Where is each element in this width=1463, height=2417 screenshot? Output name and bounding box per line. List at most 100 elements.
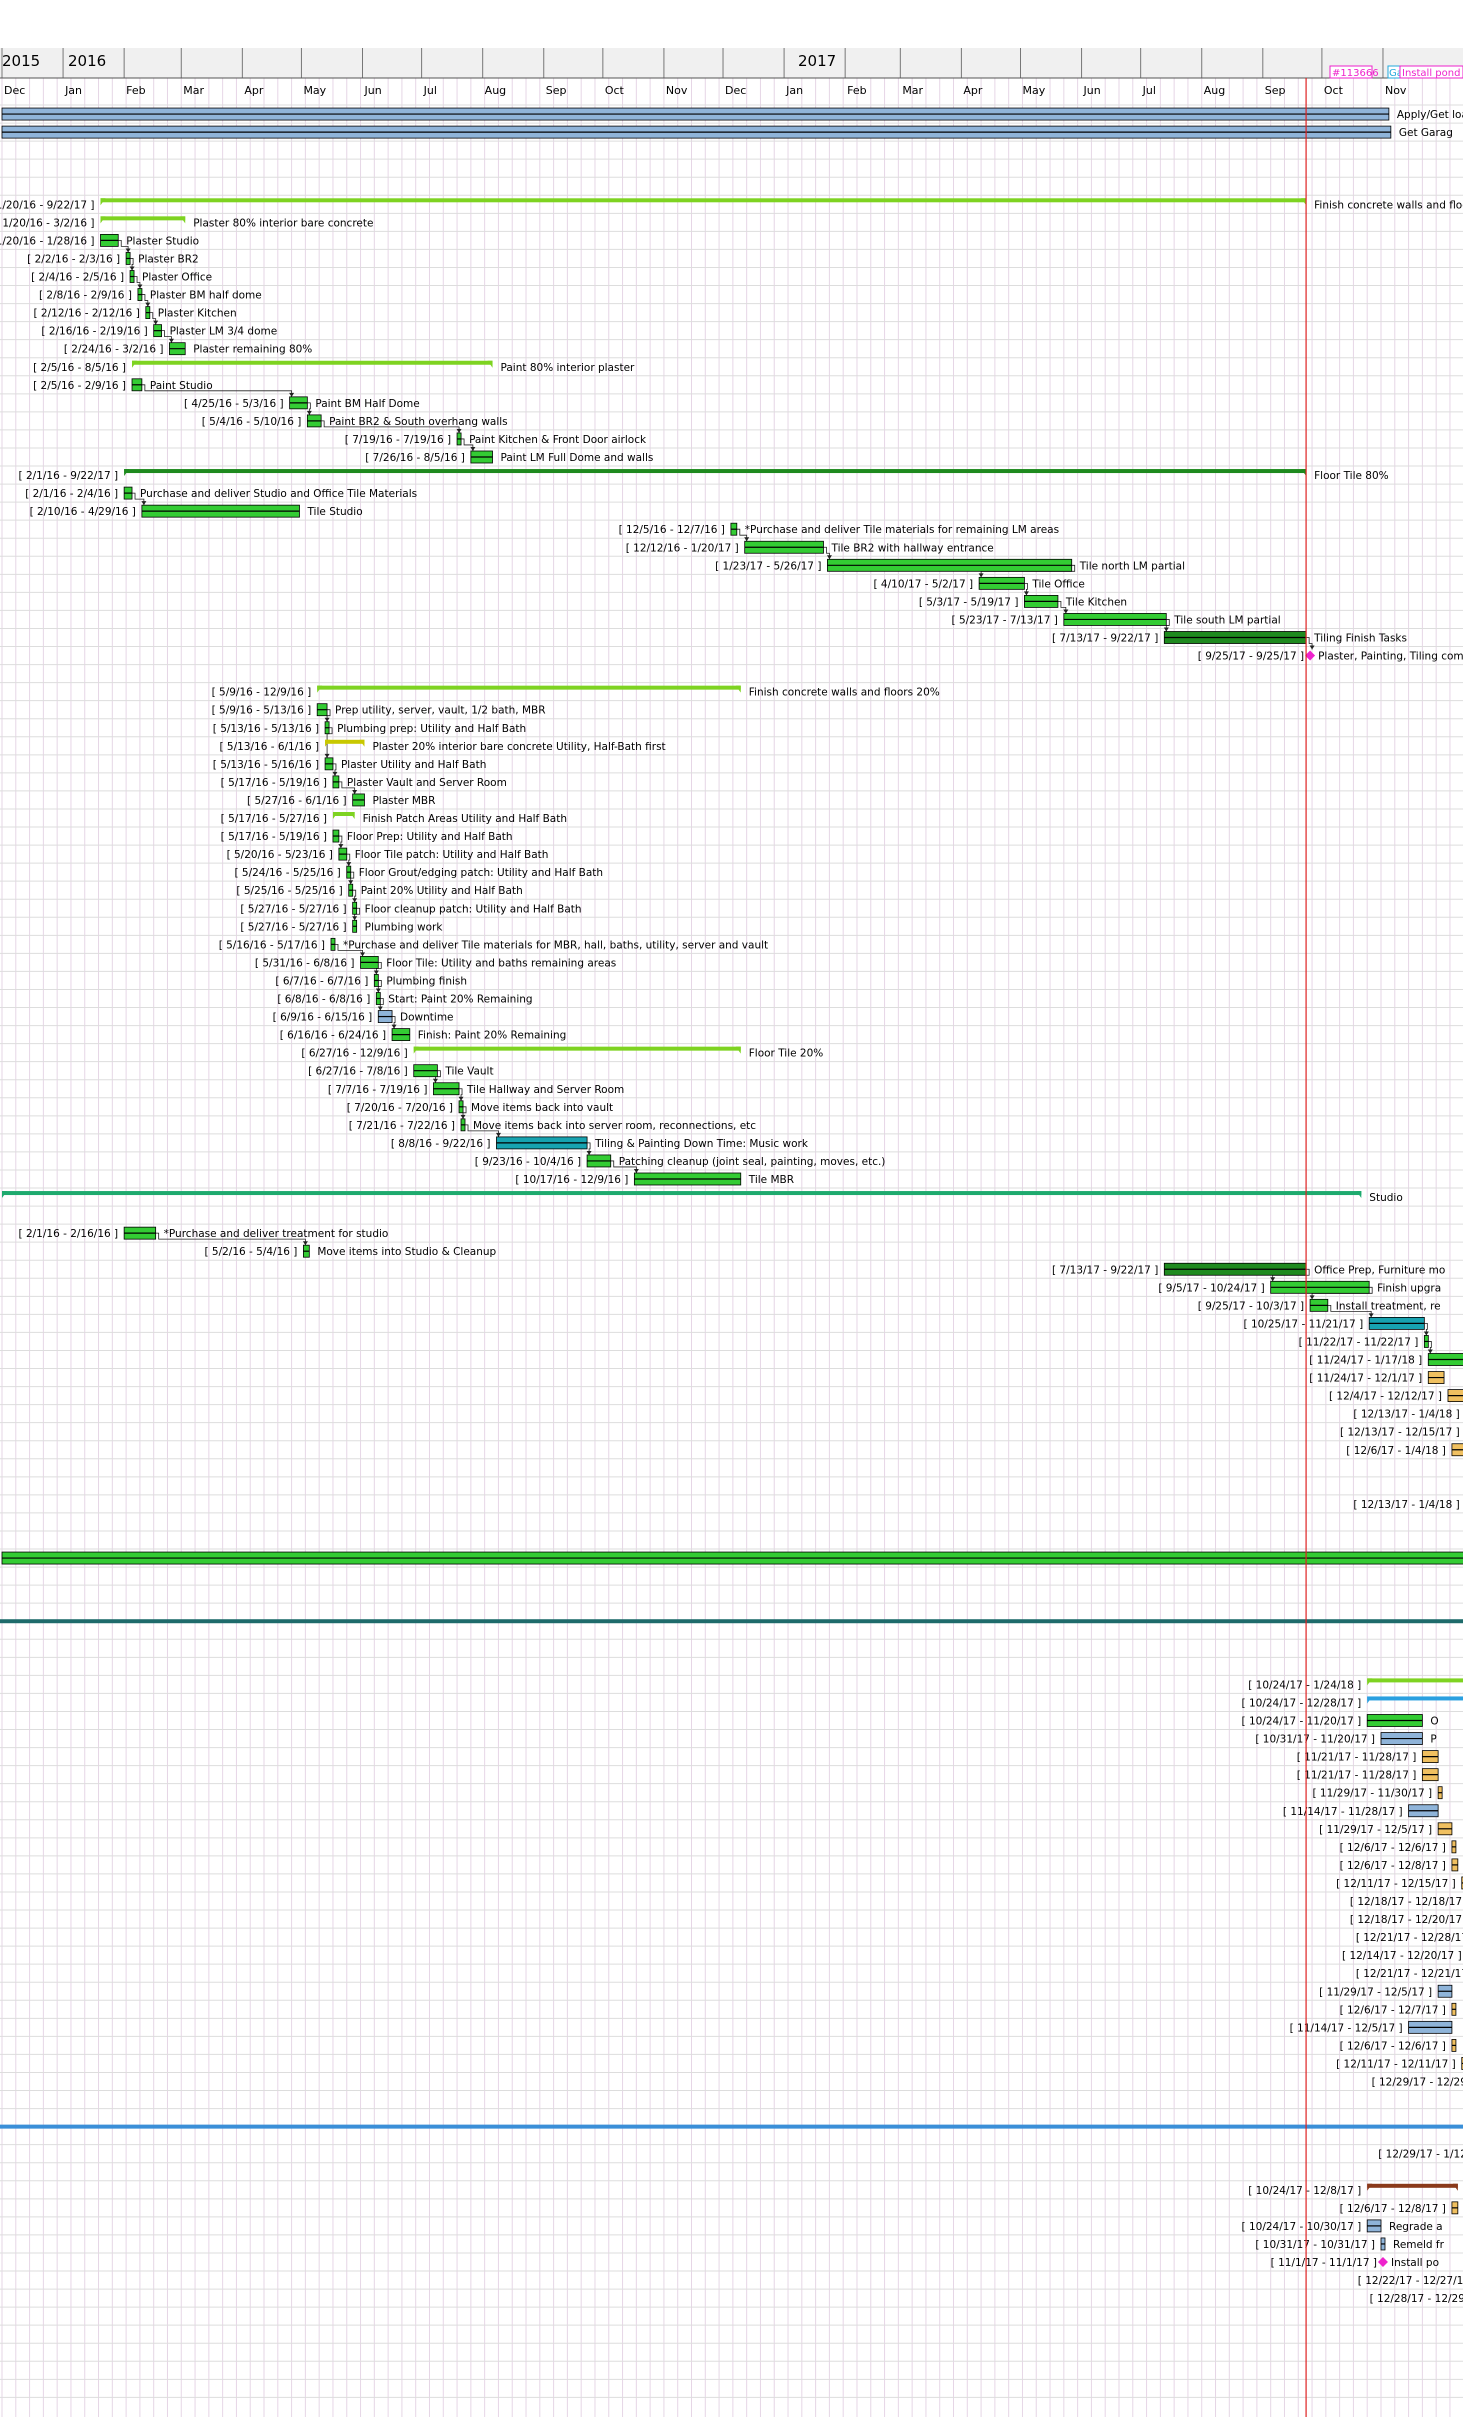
task-dates: [ 12/29/17 - 1/12/18 ] bbox=[1378, 2149, 1463, 2161]
task-name: Plaster MBR bbox=[372, 795, 435, 807]
task-summary-cap bbox=[132, 360, 138, 368]
task-name: Plaster 20% interior bare concrete Utili… bbox=[372, 741, 665, 753]
task-dates: [ 2/5/16 - 2/9/16 ] bbox=[33, 380, 126, 392]
task-dates: [ 11/14/17 - 11/28/17 ] bbox=[1283, 1806, 1403, 1818]
task-summary-cap bbox=[2, 1191, 7, 1199]
dependency-line bbox=[1327, 1304, 1372, 1318]
dependency-line bbox=[350, 871, 355, 885]
dependency-arrowhead bbox=[458, 1096, 464, 1101]
task-summary-bar bbox=[2, 1191, 1362, 1196]
task-name: Tile Vault bbox=[444, 1066, 493, 1078]
dependency-arrowhead bbox=[352, 916, 358, 921]
task-name: Paint BM Half Dome bbox=[315, 398, 419, 410]
task-name: Regrade a bbox=[1389, 2221, 1443, 2233]
dependency-arrowhead bbox=[456, 428, 462, 433]
task-summary-bar bbox=[132, 360, 493, 365]
task-dates: [ 2/1/16 - 2/4/16 ] bbox=[25, 488, 118, 500]
month-label: Oct bbox=[1324, 84, 1344, 97]
tag-label: Ga bbox=[1389, 68, 1403, 79]
month-label: Jun bbox=[364, 84, 382, 97]
task-summary-cap bbox=[325, 739, 331, 747]
task-name: Floor cleanup patch: Utility and Half Ba… bbox=[365, 903, 582, 915]
task-dates: [ 5/2/16 - 5/4/16 ] bbox=[204, 1246, 297, 1258]
dependency-line bbox=[823, 546, 830, 560]
task-dates: [ 10/17/16 - 12/9/16 ] bbox=[515, 1174, 628, 1186]
task-dates: [ 10/24/17 - 10/30/17 ] bbox=[1242, 2221, 1362, 2233]
task-name: Plumbing prep: Utility and Half Bath bbox=[337, 723, 526, 735]
task-dates: [ 12/18/17 - 12/20/17 ] bbox=[1350, 1914, 1463, 1926]
task-dates: [ 10/24/17 - 11/20/17 ] bbox=[1242, 1716, 1362, 1728]
dependency-arrowhead bbox=[129, 266, 135, 271]
task-dates: [ 5/9/16 - 5/13/16 ] bbox=[212, 705, 312, 717]
task-name: Plaster 80% interior bare concrete bbox=[193, 217, 373, 229]
task-dates: [ 5/27/16 - 5/27/16 ] bbox=[240, 921, 346, 933]
dependency-line bbox=[1024, 582, 1028, 596]
task-dates: [ 2/8/16 - 2/9/16 ] bbox=[39, 290, 132, 302]
month-label: Sep bbox=[1265, 84, 1286, 97]
task-dates: [ 11/29/17 - 11/30/17 ] bbox=[1312, 1788, 1432, 1800]
task-dates: [ 12/13/17 - 1/4/18 ] bbox=[1353, 1409, 1459, 1421]
task-dates: [ 12/14/17 - 12/20/17 ] bbox=[1342, 1950, 1462, 1962]
month-label: Jun bbox=[1083, 84, 1101, 97]
task-dates: [ 6/9/16 - 6/15/16 ] bbox=[273, 1012, 373, 1024]
task-dates: [ 11/14/17 - 12/5/17 ] bbox=[1290, 2022, 1403, 2034]
task-summary-bar bbox=[413, 1046, 741, 1051]
month-label: Dec bbox=[725, 84, 746, 97]
month-label: Feb bbox=[126, 84, 145, 97]
task-dates: [ 12/21/17 - 12/28/17 ] bbox=[1356, 1932, 1463, 1944]
dependency-line bbox=[375, 962, 382, 975]
dependency-arrowhead bbox=[586, 1150, 592, 1155]
task-summary-cap bbox=[735, 1046, 741, 1054]
year-label: 2016 bbox=[68, 52, 106, 70]
task-dates: [ 5/13/16 - 6/1/16 ] bbox=[219, 741, 319, 753]
dependency-line bbox=[377, 980, 382, 993]
month-label: Oct bbox=[605, 84, 625, 97]
task-dates: [ 2/12/16 - 2/12/16 ] bbox=[34, 308, 140, 320]
dependency-line bbox=[1311, 1286, 1373, 1300]
task-dates: [ 2/1/16 - 2/16/16 ] bbox=[19, 1228, 119, 1240]
task-dates: [ 2/5/16 - 8/5/16 ] bbox=[33, 362, 126, 374]
task-dates: [ 12/6/17 - 12/6/17 ] bbox=[1340, 1842, 1446, 1854]
task-dates: [ 9/5/17 - 10/24/17 ] bbox=[1158, 1282, 1264, 1294]
task-dates: [ 5/27/16 - 6/1/16 ] bbox=[247, 795, 347, 807]
task-dates: [ 10/25/17 - 11/21/17 ] bbox=[1244, 1318, 1364, 1330]
task-name: Plaster Office bbox=[142, 272, 212, 284]
dependency-line bbox=[465, 1124, 499, 1137]
task-dates: [ 7/13/17 - 9/22/17 ] bbox=[1052, 1264, 1158, 1276]
task-name: Paint 80% interior plaster bbox=[501, 362, 636, 374]
dependency-arrowhead bbox=[460, 1114, 466, 1119]
dependency-arrowhead bbox=[141, 501, 147, 506]
task-summary-cap bbox=[1367, 1678, 1373, 1686]
tag-label: #113666 bbox=[1332, 68, 1379, 79]
task-summary-cap bbox=[1301, 469, 1307, 477]
task-dates: [ 8/8/16 - 9/22/16 ] bbox=[391, 1138, 491, 1150]
task-dates: [ 7/21/16 - 7/22/16 ] bbox=[349, 1120, 455, 1132]
task-name: Plumbing work bbox=[365, 921, 444, 933]
task-dates: [ 4/25/16 - 5/3/16 ] bbox=[184, 398, 284, 410]
dependency-arrowhead bbox=[377, 1006, 383, 1011]
task-name: Office Prep, Furniture mo bbox=[1314, 1264, 1445, 1276]
task-name: Paint LM Full Dome and walls bbox=[501, 452, 654, 464]
dependency-line bbox=[459, 1088, 463, 1101]
task-name: Get Garag bbox=[1399, 127, 1453, 139]
task-summary-cap bbox=[332, 812, 338, 819]
tag-label: Install pond bbox=[1402, 68, 1460, 79]
task-dates: [ 6/7/16 - 6/7/16 ] bbox=[275, 975, 368, 987]
dependency-line bbox=[1424, 1323, 1428, 1336]
task-name: Tile north LM partial bbox=[1079, 560, 1185, 572]
dependency-arrows bbox=[118, 240, 1433, 1354]
dependency-arrowhead bbox=[346, 862, 352, 867]
month-label: Jul bbox=[1142, 84, 1156, 97]
task-dates: [ 2/10/16 - 4/29/16 ] bbox=[30, 506, 136, 518]
task-name: Finish: Paint 20% Remaining bbox=[418, 1030, 567, 1042]
task-name: Apply/Get loa bbox=[1397, 109, 1463, 121]
dependency-arrowhead bbox=[373, 970, 379, 975]
month-label: Nov bbox=[1385, 84, 1407, 97]
task-name: Tile BR2 with hallway entrance bbox=[830, 542, 993, 554]
task-dates: [ 6/8/16 - 6/8/16 ] bbox=[277, 994, 370, 1006]
task-milestone bbox=[1305, 650, 1316, 661]
task-dates: [ 11/29/17 - 12/5/17 ] bbox=[1319, 1824, 1432, 1836]
task-summary-cap bbox=[735, 685, 741, 693]
task-dates: [ 5/9/16 - 12/9/16 ] bbox=[212, 687, 312, 699]
